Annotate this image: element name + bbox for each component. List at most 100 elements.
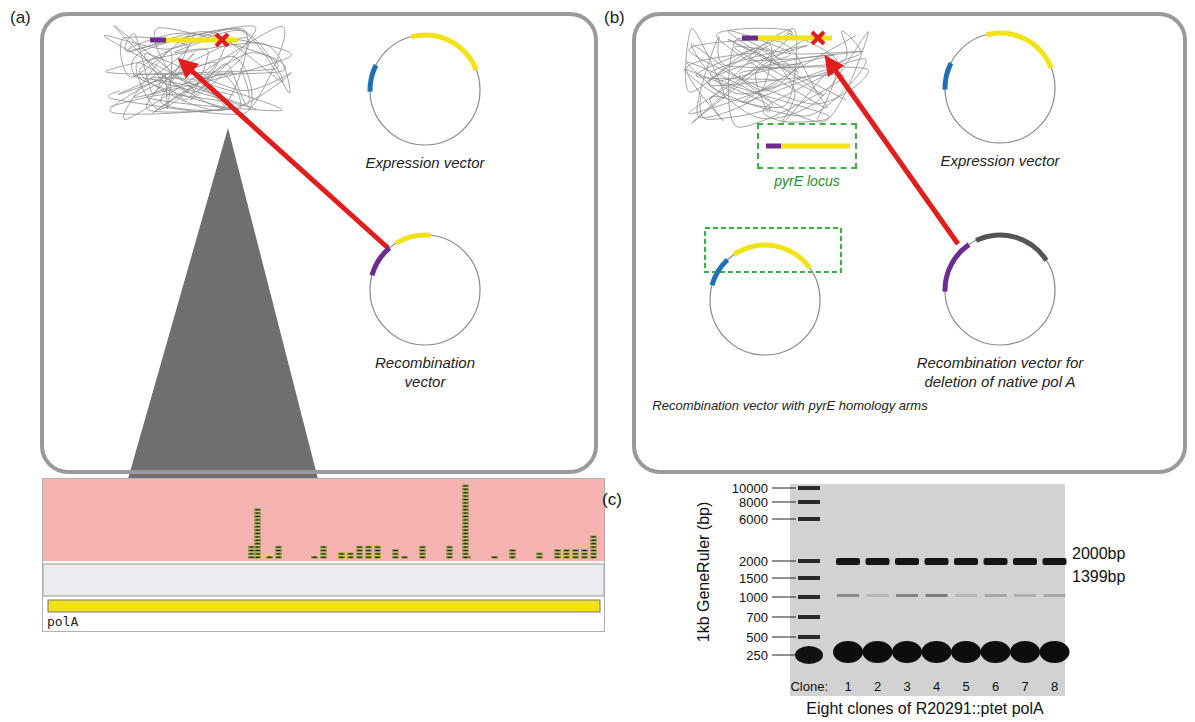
read (462, 485, 469, 488)
locus-box: pyrE locus (757, 123, 857, 189)
read-mark (376, 547, 380, 548)
read (392, 556, 399, 559)
read (419, 546, 426, 549)
read-mark (464, 509, 468, 510)
read-mark (464, 506, 468, 507)
read-mark (574, 550, 578, 551)
read-mark (592, 553, 596, 554)
read (590, 556, 597, 559)
ladder-tick (772, 597, 796, 598)
panel-letter: (b) (604, 8, 625, 28)
read (509, 553, 516, 556)
read (462, 508, 469, 511)
plasmid: Recombination vector (360, 230, 490, 392)
read-mark (403, 557, 407, 558)
read (254, 549, 261, 552)
read (446, 553, 453, 556)
read (254, 515, 261, 518)
gel-band-faint (1014, 594, 1036, 597)
annotation-track (43, 564, 604, 596)
read-mark (464, 496, 468, 497)
read (275, 549, 282, 552)
read-mark (256, 536, 260, 537)
lane-number: 1 (844, 679, 851, 694)
read-mark (464, 513, 468, 514)
band-size: 2000bp (1072, 545, 1125, 563)
read-mark (565, 553, 569, 554)
read (462, 515, 469, 518)
gel-band-faint (1044, 594, 1066, 597)
ladder-band (798, 595, 820, 599)
gel-caption-text: Eight clones of R20291::ptet polA (806, 700, 1044, 717)
read-mark (421, 547, 425, 548)
homology-arm (742, 36, 758, 41)
read (254, 525, 261, 528)
gel-band-faint (985, 594, 1007, 597)
lane-number: 2 (874, 679, 881, 694)
read-mark (256, 530, 260, 531)
read (462, 529, 469, 532)
read-mark (313, 557, 317, 558)
read (356, 546, 363, 549)
read (320, 556, 327, 559)
read (446, 546, 453, 549)
lane-number-text: 4 (933, 679, 940, 694)
read (563, 556, 570, 559)
read-mark (574, 553, 578, 554)
read-mark (493, 557, 497, 558)
read (590, 539, 597, 542)
read-mark (574, 557, 578, 558)
read (356, 549, 363, 552)
gel-band-faint (955, 594, 977, 597)
read-mark (277, 550, 281, 551)
read-mark (322, 557, 326, 558)
vector-label: Recombination vector for deletion of nat… (900, 354, 1100, 392)
read (590, 536, 597, 539)
read-mark (511, 550, 515, 551)
size-marker: 10000 (732, 481, 768, 496)
size-marker: 1500 (739, 571, 768, 586)
size-marker: 500 (746, 630, 768, 645)
plasmid-segment (943, 243, 971, 292)
lane-number-text: 5 (962, 679, 969, 694)
read-mark (556, 553, 560, 554)
read-mark (464, 557, 468, 558)
gel-band (1013, 558, 1037, 565)
lane-number: 6 (992, 679, 999, 694)
read (338, 556, 345, 559)
plasmid: Recombination vector with pyrE homology … (600, 240, 930, 414)
read (462, 491, 469, 494)
read-mark (511, 553, 515, 554)
read-mark (367, 550, 371, 551)
read-mark (340, 557, 344, 558)
read (374, 556, 381, 559)
read (509, 549, 516, 552)
read (462, 519, 469, 522)
read (563, 549, 570, 552)
ladder-band (798, 500, 820, 504)
read (462, 505, 469, 508)
read-mark (464, 523, 468, 524)
band-size-text: 2000bp (1072, 545, 1125, 562)
read (254, 539, 261, 542)
read (374, 546, 381, 549)
plasmid: Recombination vector for deletion of nat… (900, 230, 1100, 392)
ladder-tick (772, 655, 796, 656)
ladder-tick (772, 617, 796, 618)
read (320, 553, 327, 556)
read-mark (565, 550, 569, 551)
read (462, 488, 469, 491)
read (254, 519, 261, 522)
read-mark (464, 485, 468, 486)
read (347, 553, 354, 556)
read (254, 546, 261, 549)
read (509, 556, 516, 559)
read (266, 556, 273, 559)
lane-number-text: 8 (1051, 679, 1058, 694)
read-mark (592, 547, 596, 548)
gene-bar (48, 600, 600, 612)
read (446, 549, 453, 552)
ladder-band (798, 615, 820, 619)
read (419, 549, 426, 552)
read (572, 556, 579, 559)
